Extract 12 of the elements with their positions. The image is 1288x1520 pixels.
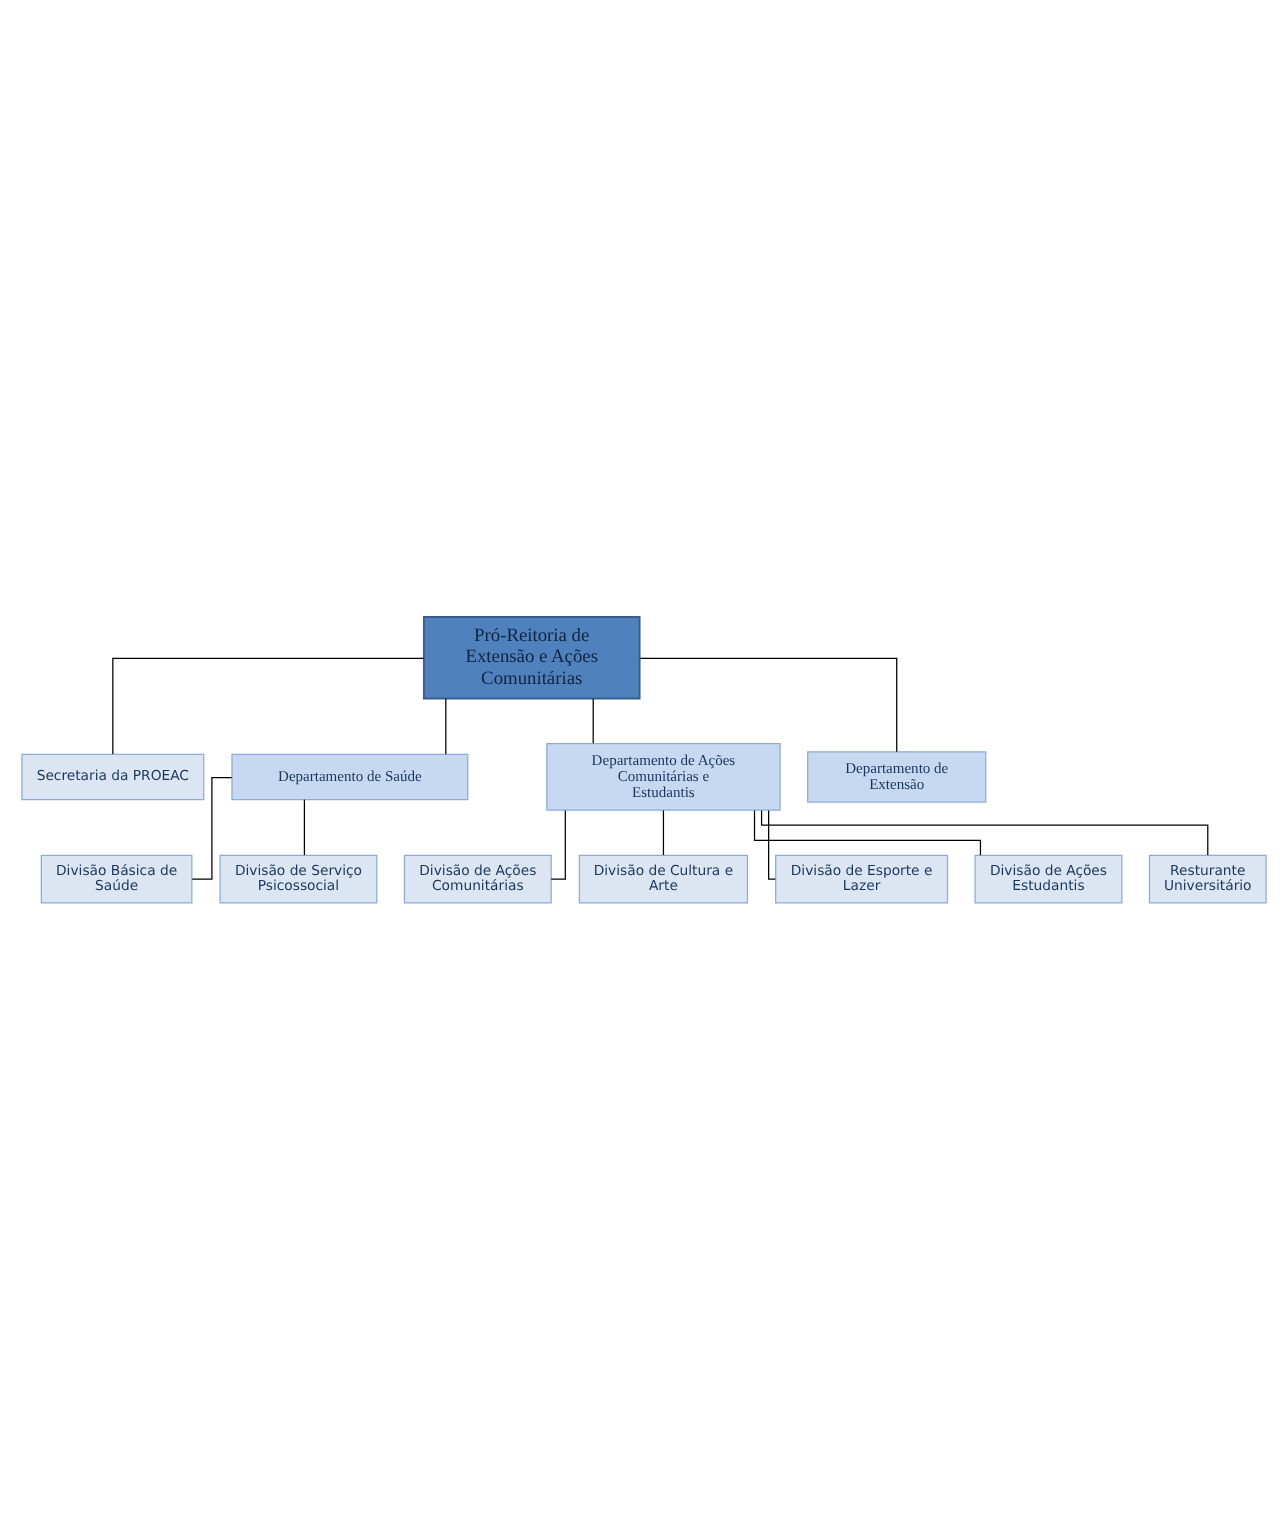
connector [639, 657, 898, 753]
connector [550, 809, 566, 880]
connector [112, 657, 425, 755]
connector [768, 809, 776, 880]
connector [753, 809, 982, 856]
connector [191, 776, 233, 880]
node-box: Pró-Reitoria de Extensão e Ações Comunitárias [422, 616, 641, 700]
connector [760, 809, 1209, 856]
connector [303, 799, 306, 856]
connector [662, 809, 665, 856]
connector [445, 698, 447, 755]
connector [592, 698, 594, 744]
